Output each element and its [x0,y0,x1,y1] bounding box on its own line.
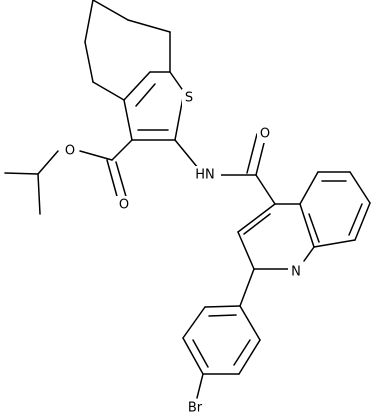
ester-carbonyl-oxygen-label: O [119,198,129,213]
bond [106,159,119,201]
bond [233,339,251,366]
atom-label-layer: S O HN O O N Br [62,89,304,417]
bond [182,337,204,375]
bond [4,172,39,175]
ester-ether-oxygen-label: O [65,144,75,159]
bond [135,83,156,107]
bond [208,314,237,317]
bond [239,305,261,341]
bond [243,213,271,235]
bond [348,203,363,236]
bond [196,373,204,399]
bond [123,71,151,101]
bond [299,171,319,205]
bond [182,306,206,339]
bond [349,171,371,204]
bond [204,305,241,308]
ester-ether-oxygen-atom: O [62,142,78,160]
bond [192,339,209,368]
sulfur-label: S [185,91,193,106]
bond [37,150,59,175]
bond [84,41,94,83]
amide-oxygen-atom: O [257,125,273,143]
amide-oxygen-label: O [260,127,270,142]
bond [237,231,255,270]
bond [115,161,128,201]
bond-layer [4,0,371,399]
bromine-label: Br [188,401,203,416]
quinoline-nitrogen-label: N [291,265,301,280]
bond [246,133,258,174]
bond [92,81,125,101]
bond [313,239,356,248]
bond [303,246,315,262]
bond [237,203,276,233]
bond [123,99,133,141]
bond [239,268,255,307]
bond [169,71,185,93]
amide-nh-atom: HN [187,166,221,184]
bond [238,339,261,375]
bond [37,173,41,215]
bond [308,213,320,243]
bond [299,203,315,248]
bromine-atom: Br [182,399,208,417]
bond [92,0,129,21]
amide-nh-label: HN [195,168,215,183]
bond [127,19,171,33]
bond [84,0,94,43]
bond [255,174,276,205]
sulfur-atom: S [182,89,196,107]
quinoline-nitrogen-atom: N [288,263,304,281]
ester-carbonyl-oxygen-atom: O [116,196,132,214]
bond [111,139,133,161]
bond [79,150,113,161]
bond [354,202,371,241]
bond [174,139,199,169]
